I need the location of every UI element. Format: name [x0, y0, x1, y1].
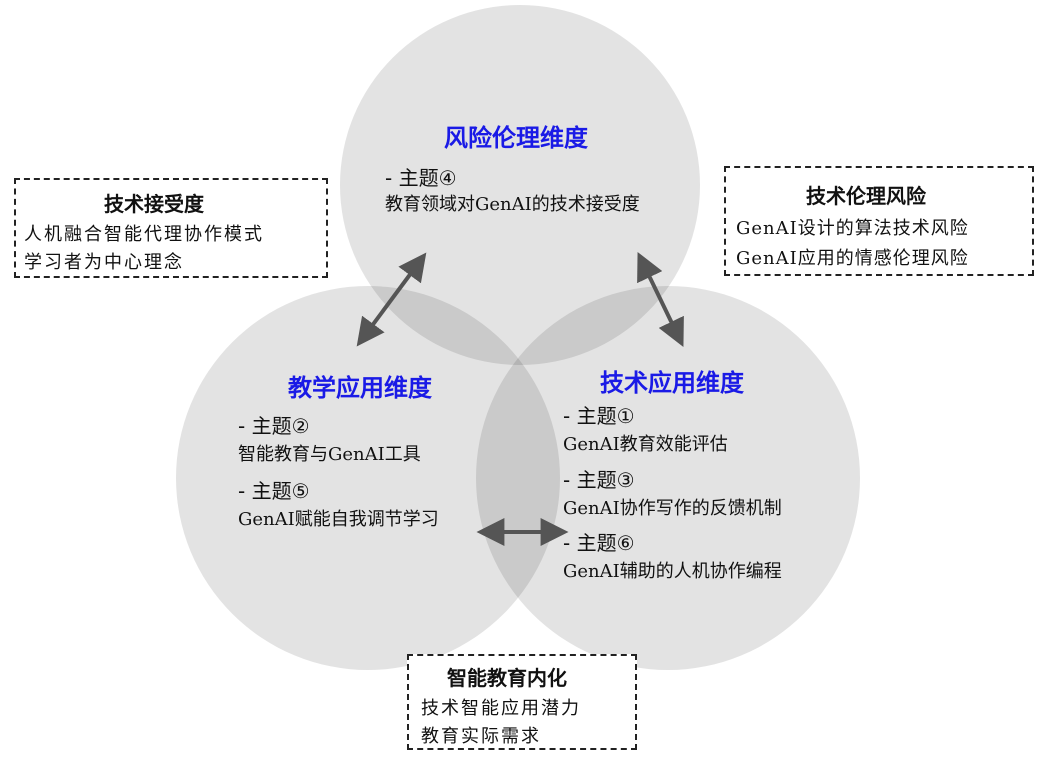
risk-topic-label: - 主题④ — [385, 166, 457, 190]
internalization-box: 智能教育内化 技术智能应用潜力 教育实际需求 — [407, 654, 637, 750]
acceptance-box-line-2: 学习者为中心理念 — [24, 252, 184, 273]
ethics-box: 技术伦理风险 GenAI设计的算法技术风险 GenAI应用的情感伦理风险 — [724, 166, 1034, 276]
tech-dimension-title: 技术应用维度 — [600, 369, 744, 397]
tech-topic-label-2: - 主题③ — [563, 468, 635, 492]
ethics-box-line-1: GenAI设计的算法技术风险 — [736, 218, 969, 239]
risk-topic-desc: 教育领域对GenAI的技术接受度 — [385, 194, 640, 215]
ethics-box-line-2: GenAI应用的情感伦理风险 — [736, 248, 969, 269]
teaching-dimension-title: 教学应用维度 — [288, 374, 432, 402]
tech-topic-label-1: - 主题① — [563, 404, 635, 428]
acceptance-box: 技术接受度 人机融合智能代理协作模式 学习者为中心理念 — [14, 178, 328, 278]
risk-dimension-title: 风险伦理维度 — [444, 124, 588, 152]
internalization-box-line-2: 教育实际需求 — [421, 726, 541, 747]
circle-tech — [476, 286, 860, 670]
tech-topic-label-3: - 主题⑥ — [563, 531, 635, 555]
internalization-box-title: 智能教育内化 — [447, 666, 567, 690]
teaching-topic-desc-2: GenAI赋能自我调节学习 — [238, 509, 439, 530]
internalization-box-line-1: 技术智能应用潜力 — [421, 698, 581, 719]
circle-risk — [340, 5, 700, 365]
tech-topic-desc-3: GenAI辅助的人机协作编程 — [563, 561, 782, 582]
circle-teaching — [176, 286, 560, 670]
arrow-risk-teaching — [356, 252, 427, 347]
acceptance-box-line-1: 人机融合智能代理协作模式 — [24, 224, 264, 245]
tech-topic-desc-1: GenAI教育效能评估 — [563, 434, 728, 455]
arrow-risk-tech — [637, 251, 684, 348]
teaching-topic-label-1: - 主题② — [238, 414, 310, 438]
ethics-box-title: 技术伦理风险 — [806, 184, 926, 208]
acceptance-box-title: 技术接受度 — [104, 192, 204, 216]
teaching-topic-label-2: - 主题⑤ — [238, 479, 310, 503]
tech-topic-desc-2: GenAI协作写作的反馈机制 — [563, 498, 782, 519]
teaching-topic-desc-1: 智能教育与GenAI工具 — [238, 444, 421, 465]
